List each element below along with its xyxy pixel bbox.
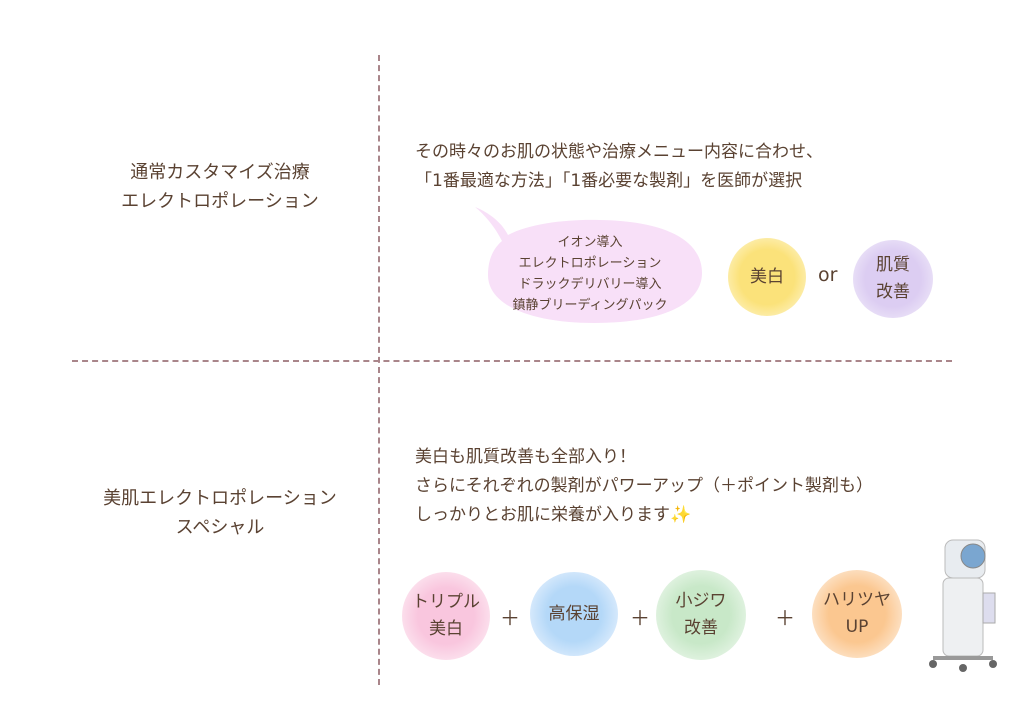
label-line: UP [845, 617, 869, 637]
title-line: 美肌エレクトロポレーション [103, 488, 337, 509]
sparkle-icon: ✨ [670, 505, 692, 525]
treatment-methods: イオン導入 エレクトロポレーション ドラックデリバリー導入 鎮静ブリーディングパ… [490, 232, 690, 316]
standard-description: その時々のお肌の状態や治療メニュー内容に合わせ、 「1番最適な方法」「1番必要な… [415, 138, 823, 196]
label-line: 改善 [684, 618, 718, 638]
title-line: 通常カスタマイズ治療 [130, 162, 310, 183]
horizontal-divider [72, 360, 952, 362]
desc-line: しっかりとお肌に栄養が入ります [415, 505, 670, 525]
vertical-divider [378, 55, 380, 685]
method-item: 鎮静ブリーディングパック [512, 298, 668, 313]
method-item: イオン導入 [557, 235, 623, 250]
desc-line: さらにそれぞれの製剤がパワーアップ（＋ポイント製剤も） [415, 476, 873, 496]
title-line: エレクトロポレーション [121, 191, 319, 212]
special-description: 美白も肌質改善も全部入り！ さらにそれぞれの製剤がパワーアップ（＋ポイント製剤も… [415, 443, 873, 530]
desc-line: その時々のお肌の状態や治療メニュー内容に合わせ、 [415, 142, 823, 162]
label-line: ハリツヤ [823, 590, 891, 610]
label-line: 高保湿 [548, 603, 600, 624]
standard-treatment-title: 通常カスタマイズ治療 エレクトロポレーション [80, 158, 360, 216]
label-line: トリプル [412, 592, 480, 612]
skin-quality-blob: 肌質改善 [853, 240, 933, 318]
method-item: エレクトロポレーション [518, 256, 662, 271]
plus-sign: ＋ [630, 606, 650, 630]
wrinkle-blob: 小ジワ改善 [656, 570, 746, 660]
label-line: 小ジワ [675, 591, 727, 611]
label-line: 肌質 [876, 255, 910, 275]
label-line: 美白 [429, 619, 463, 639]
triple-whitening-blob: トリプル美白 [402, 572, 490, 660]
label-line: 改善 [876, 282, 910, 302]
desc-line: 「1番最適な方法」「1番必要な製剤」を医師が選択 [415, 171, 803, 191]
speech-bubble [475, 207, 702, 323]
or-text: or [818, 264, 838, 286]
special-treatment-title: 美肌エレクトロポレーション スペシャル [60, 484, 380, 542]
plus-sign: ＋ [500, 606, 520, 630]
title-line: スペシャル [175, 517, 265, 538]
method-item: ドラックデリバリー導入 [518, 277, 662, 292]
whitening-blob: 美白 [728, 238, 806, 316]
electroporation-machine-image [929, 539, 997, 672]
whitening-label: 美白 [750, 266, 784, 287]
plus-sign: ＋ [775, 606, 795, 630]
firmness-blob: ハリツヤ UP [812, 570, 902, 658]
moisture-blob: 高保湿 [530, 572, 618, 656]
desc-line: 美白も肌質改善も全部入り！ [415, 447, 636, 467]
